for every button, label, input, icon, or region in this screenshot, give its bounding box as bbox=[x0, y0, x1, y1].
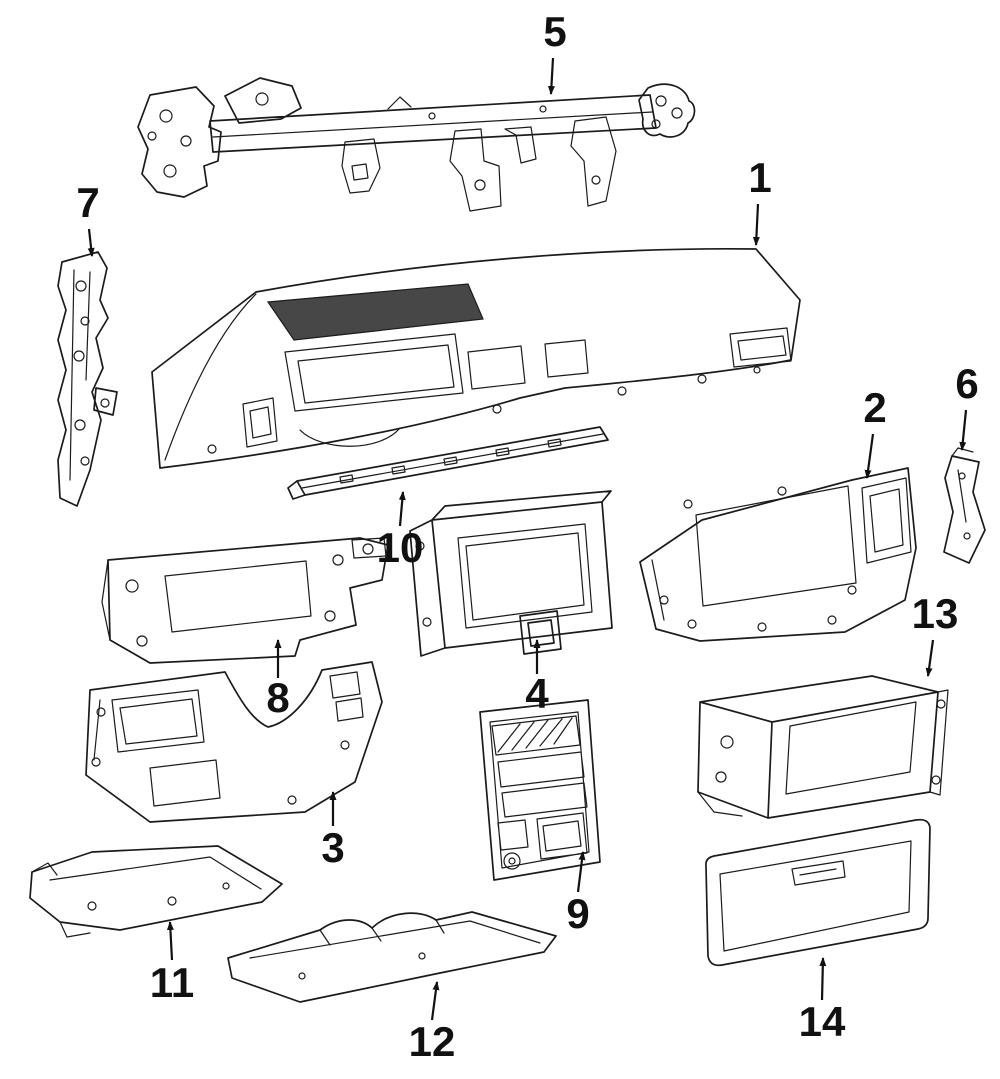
part-13-glove-box-housing bbox=[697, 675, 949, 819]
bolster-holes bbox=[91, 707, 350, 805]
bracket-outline bbox=[57, 251, 118, 507]
strip-outline bbox=[287, 426, 609, 500]
callout-14-arrow bbox=[819, 957, 827, 1001]
bracket-detail bbox=[69, 269, 91, 481]
callout-arrows bbox=[87, 57, 968, 1021]
defroster-shaded-area bbox=[266, 283, 484, 341]
cover12-details bbox=[249, 919, 541, 959]
bracket-holes bbox=[73, 280, 110, 466]
door-details bbox=[719, 840, 912, 952]
callout-5-arrow bbox=[547, 57, 555, 95]
housing-holes bbox=[415, 541, 432, 627]
housing-outline bbox=[409, 490, 613, 657]
part-4-bracket bbox=[519, 610, 562, 655]
bolster-outline bbox=[85, 661, 383, 823]
frame-details bbox=[651, 477, 912, 621]
callout-10-arrow bbox=[398, 491, 406, 527]
part-3-knee-bolster bbox=[85, 661, 383, 823]
bracket8-holes bbox=[125, 543, 374, 647]
callout-4-label: 4 bbox=[525, 670, 549, 717]
callout-9-arrow bbox=[576, 851, 586, 893]
callout-7-arrow bbox=[87, 228, 95, 257]
part-10-trim-strip bbox=[287, 426, 609, 500]
callout-9-label: 9 bbox=[566, 890, 589, 937]
part-2-glove-box-frame bbox=[639, 467, 917, 642]
dash-holes bbox=[207, 366, 761, 454]
bracket6-holes bbox=[958, 472, 971, 540]
cover11-holes bbox=[87, 882, 230, 911]
part-4-center-housing bbox=[409, 490, 613, 657]
part-7-pillar-bracket bbox=[57, 251, 118, 507]
callout-12-arrow bbox=[430, 981, 440, 1021]
dash-details bbox=[164, 293, 792, 461]
frame-holes bbox=[659, 486, 857, 632]
part-9-switch-panel bbox=[479, 699, 601, 881]
housing13-holes bbox=[715, 699, 946, 785]
dash-outline bbox=[151, 247, 801, 469]
callout-11-label: 11 bbox=[150, 959, 194, 1006]
callout-6-label: 6 bbox=[955, 360, 978, 407]
callout-3-label: 3 bbox=[321, 824, 344, 871]
part-1-instrument-panel bbox=[151, 247, 801, 469]
callout-10-label: 10 bbox=[377, 524, 424, 571]
part-5-reinforcement-beam bbox=[137, 77, 696, 212]
strip-slots bbox=[301, 433, 604, 489]
beam-outline bbox=[137, 77, 696, 198]
callout-11-arrow bbox=[166, 921, 174, 961]
callout-6-arrow bbox=[959, 409, 968, 451]
part-11-under-cover-left bbox=[29, 845, 283, 938]
callout-2-label: 2 bbox=[863, 384, 886, 431]
callout-labels: 1 2 3 4 5 6 7 8 9 10 11 12 13 14 bbox=[76, 8, 978, 1065]
beam-brackets bbox=[212, 96, 653, 212]
beam-holes bbox=[147, 92, 683, 191]
part-14-glove-box-door bbox=[705, 818, 931, 967]
callout-2-arrow bbox=[864, 433, 875, 479]
panel9-details bbox=[489, 711, 590, 869]
part-8-cluster-bracket bbox=[101, 537, 389, 664]
cover11-outline bbox=[29, 845, 283, 931]
panel9-holes bbox=[503, 852, 521, 870]
housing-opening bbox=[457, 523, 593, 629]
part-6-side-bracket bbox=[943, 447, 986, 564]
callout-12-label: 12 bbox=[409, 1018, 456, 1065]
cover11-details bbox=[31, 856, 262, 938]
callout-13-arrow bbox=[925, 639, 935, 677]
callout-1-arrow bbox=[752, 203, 760, 246]
panel9-outline bbox=[479, 699, 601, 881]
door-outline bbox=[705, 818, 931, 967]
bracket8-outline bbox=[107, 537, 389, 664]
cover12-holes bbox=[298, 952, 426, 980]
bracket6-outline bbox=[943, 455, 986, 564]
bracket8-details bbox=[101, 537, 387, 641]
cover12-outline bbox=[227, 911, 557, 1003]
callout-8-label: 8 bbox=[266, 674, 289, 721]
callout-13-label: 13 bbox=[912, 590, 959, 637]
bolster-details bbox=[93, 671, 364, 807]
part-12-under-cover-center bbox=[227, 911, 557, 1003]
callout-7-label: 7 bbox=[76, 179, 99, 226]
housing13-details bbox=[697, 689, 949, 817]
callout-5-label: 5 bbox=[543, 8, 566, 55]
callout-14-label: 14 bbox=[799, 998, 846, 1045]
callout-1-label: 1 bbox=[748, 154, 771, 201]
